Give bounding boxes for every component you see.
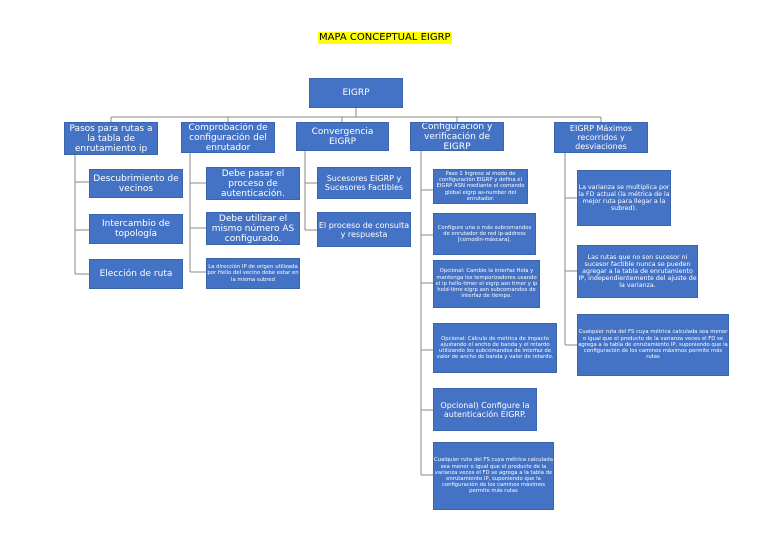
col4-item-1: Paso 1 Ingrese al modo de configuración …: [433, 169, 528, 204]
col4-header: Configuración y verificación de EIGRP: [410, 122, 504, 151]
col2-item-3: La dirección IP de origen utilizada por …: [206, 258, 300, 289]
col1-item-3: Elección de ruta: [89, 259, 183, 289]
col3-item-2: El proceso de consulta y respuesta: [317, 212, 411, 247]
col2-item-2: Debe utilizar el mismo número AS configu…: [206, 212, 300, 245]
col1-item-2: Intercambio de topología: [89, 214, 183, 244]
col1-header: Pasos para rutas a la tabla de enrutamie…: [64, 122, 158, 155]
col5-item-2: Las rutas que no son sucesor ni sucesor …: [577, 245, 698, 298]
col5-header: EIGRP Máximos recorridos y desviaciones: [554, 122, 648, 153]
col4-item-6: Cualquier ruta del FS cuya métrica calcu…: [433, 442, 554, 510]
col4-item-3: Opcional: Cambie la interfaz Hola y mant…: [433, 260, 540, 308]
col1-item-1: Descubrimiento de vecinos: [89, 169, 183, 198]
col4-item-5: Opcional) Configure la autenticación EIG…: [433, 388, 537, 431]
col3-item-1: Sucesores EIGRP y Sucesores Factibles: [317, 167, 411, 199]
col5-item-3: Cualquier ruta del FS cuya métrica calcu…: [577, 314, 729, 376]
col2-item-1: Debe pasar el proceso de autenticación.: [206, 167, 300, 200]
col5-item-1: La varianza se multiplica por la FD actu…: [577, 170, 671, 226]
col3-header: Convergencia EIGRP: [296, 122, 389, 151]
diagram-title: MAPA CONCEPTUAL EIGRP: [318, 32, 452, 44]
root-label: EIGRP: [342, 88, 370, 98]
col2-header: Comprobación de configuración del enruta…: [181, 122, 275, 153]
col4-item-2: Configure una o más subcomandos de enrut…: [433, 213, 536, 255]
col4-item-4: Opcional: Cálculo de métrica de impacto …: [433, 323, 557, 373]
root-node: EIGRP: [309, 78, 403, 108]
